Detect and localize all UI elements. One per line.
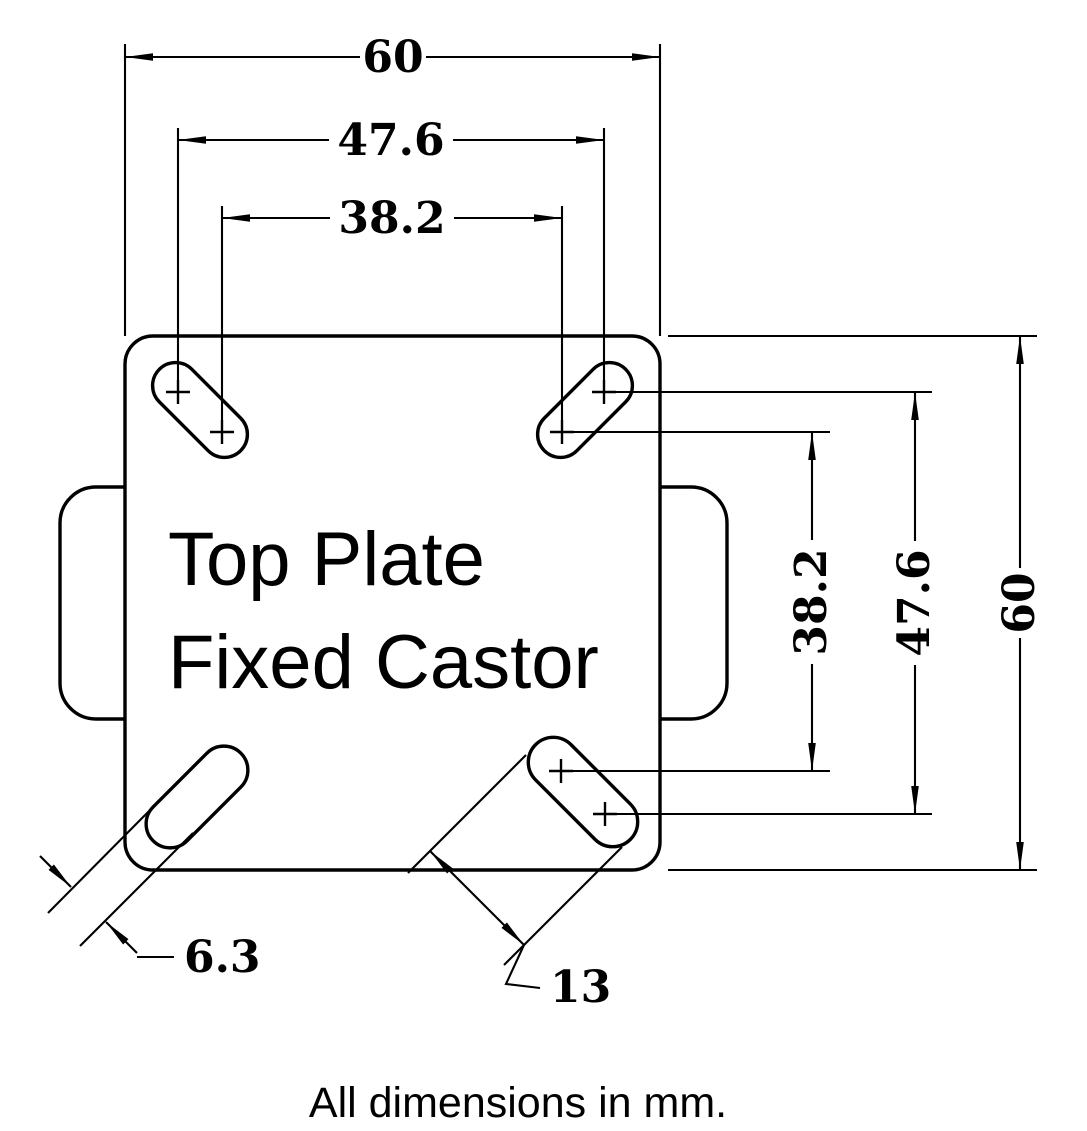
dimension-arrow-slot-width-upper [39, 855, 72, 888]
plate-title-line2: Fixed Castor [168, 620, 599, 705]
slot-center-mark-top-left-outer [166, 380, 190, 404]
extension-lines [47, 44, 1037, 966]
dimension-line-slot-length [429, 850, 525, 946]
dim-label-right-overall: 60 [994, 572, 1045, 633]
leader-line-slot-length [504, 944, 541, 990]
mounting-slot-bottom-left [144, 744, 250, 850]
label-backdrop [999, 568, 1041, 638]
dimension-arrow-slot-width-lower [105, 921, 138, 954]
slot-center-mark-top-right-outer [592, 380, 616, 404]
units-caption: All dimensions in mm. [309, 1079, 727, 1127]
label-backdrop [330, 197, 454, 239]
dim-label-top-inner: 38.2 [338, 193, 445, 244]
dim-label-top-outer: 47.6 [337, 115, 444, 166]
extension-line [407, 754, 527, 874]
dim-label-slot-width: 6.3 [184, 932, 261, 983]
label-backdrop [791, 540, 833, 664]
slot-center-mark-top-left-inner [210, 420, 234, 444]
dimension-labels: 60 47.6 38.2 38.2 47.6 60 6.3 13 [184, 32, 1045, 1013]
slot-center-mark-bottom-right-lower [593, 802, 617, 826]
mounting-slot-bottom-right [526, 735, 640, 849]
dim-label-right-outer: 47.6 [889, 549, 940, 656]
plate-title-line1: Top Plate [168, 517, 485, 602]
extension-line [79, 832, 194, 947]
mounting-slot-top-left [150, 360, 250, 460]
label-backdrop [360, 36, 426, 78]
label-backdrop [329, 119, 453, 161]
dim-label-right-inner: 38.2 [786, 548, 837, 655]
slot-center-mark-top-right-inner [550, 420, 574, 444]
label-backdrop [894, 541, 936, 665]
dim-label-slot-length: 13 [550, 962, 611, 1013]
top-plate-outline [123, 334, 662, 872]
dim-label-top-overall: 60 [362, 32, 423, 83]
plate-part [58, 334, 729, 872]
slot-center-mark-bottom-right-upper [549, 759, 573, 783]
extension-line [47, 799, 161, 914]
